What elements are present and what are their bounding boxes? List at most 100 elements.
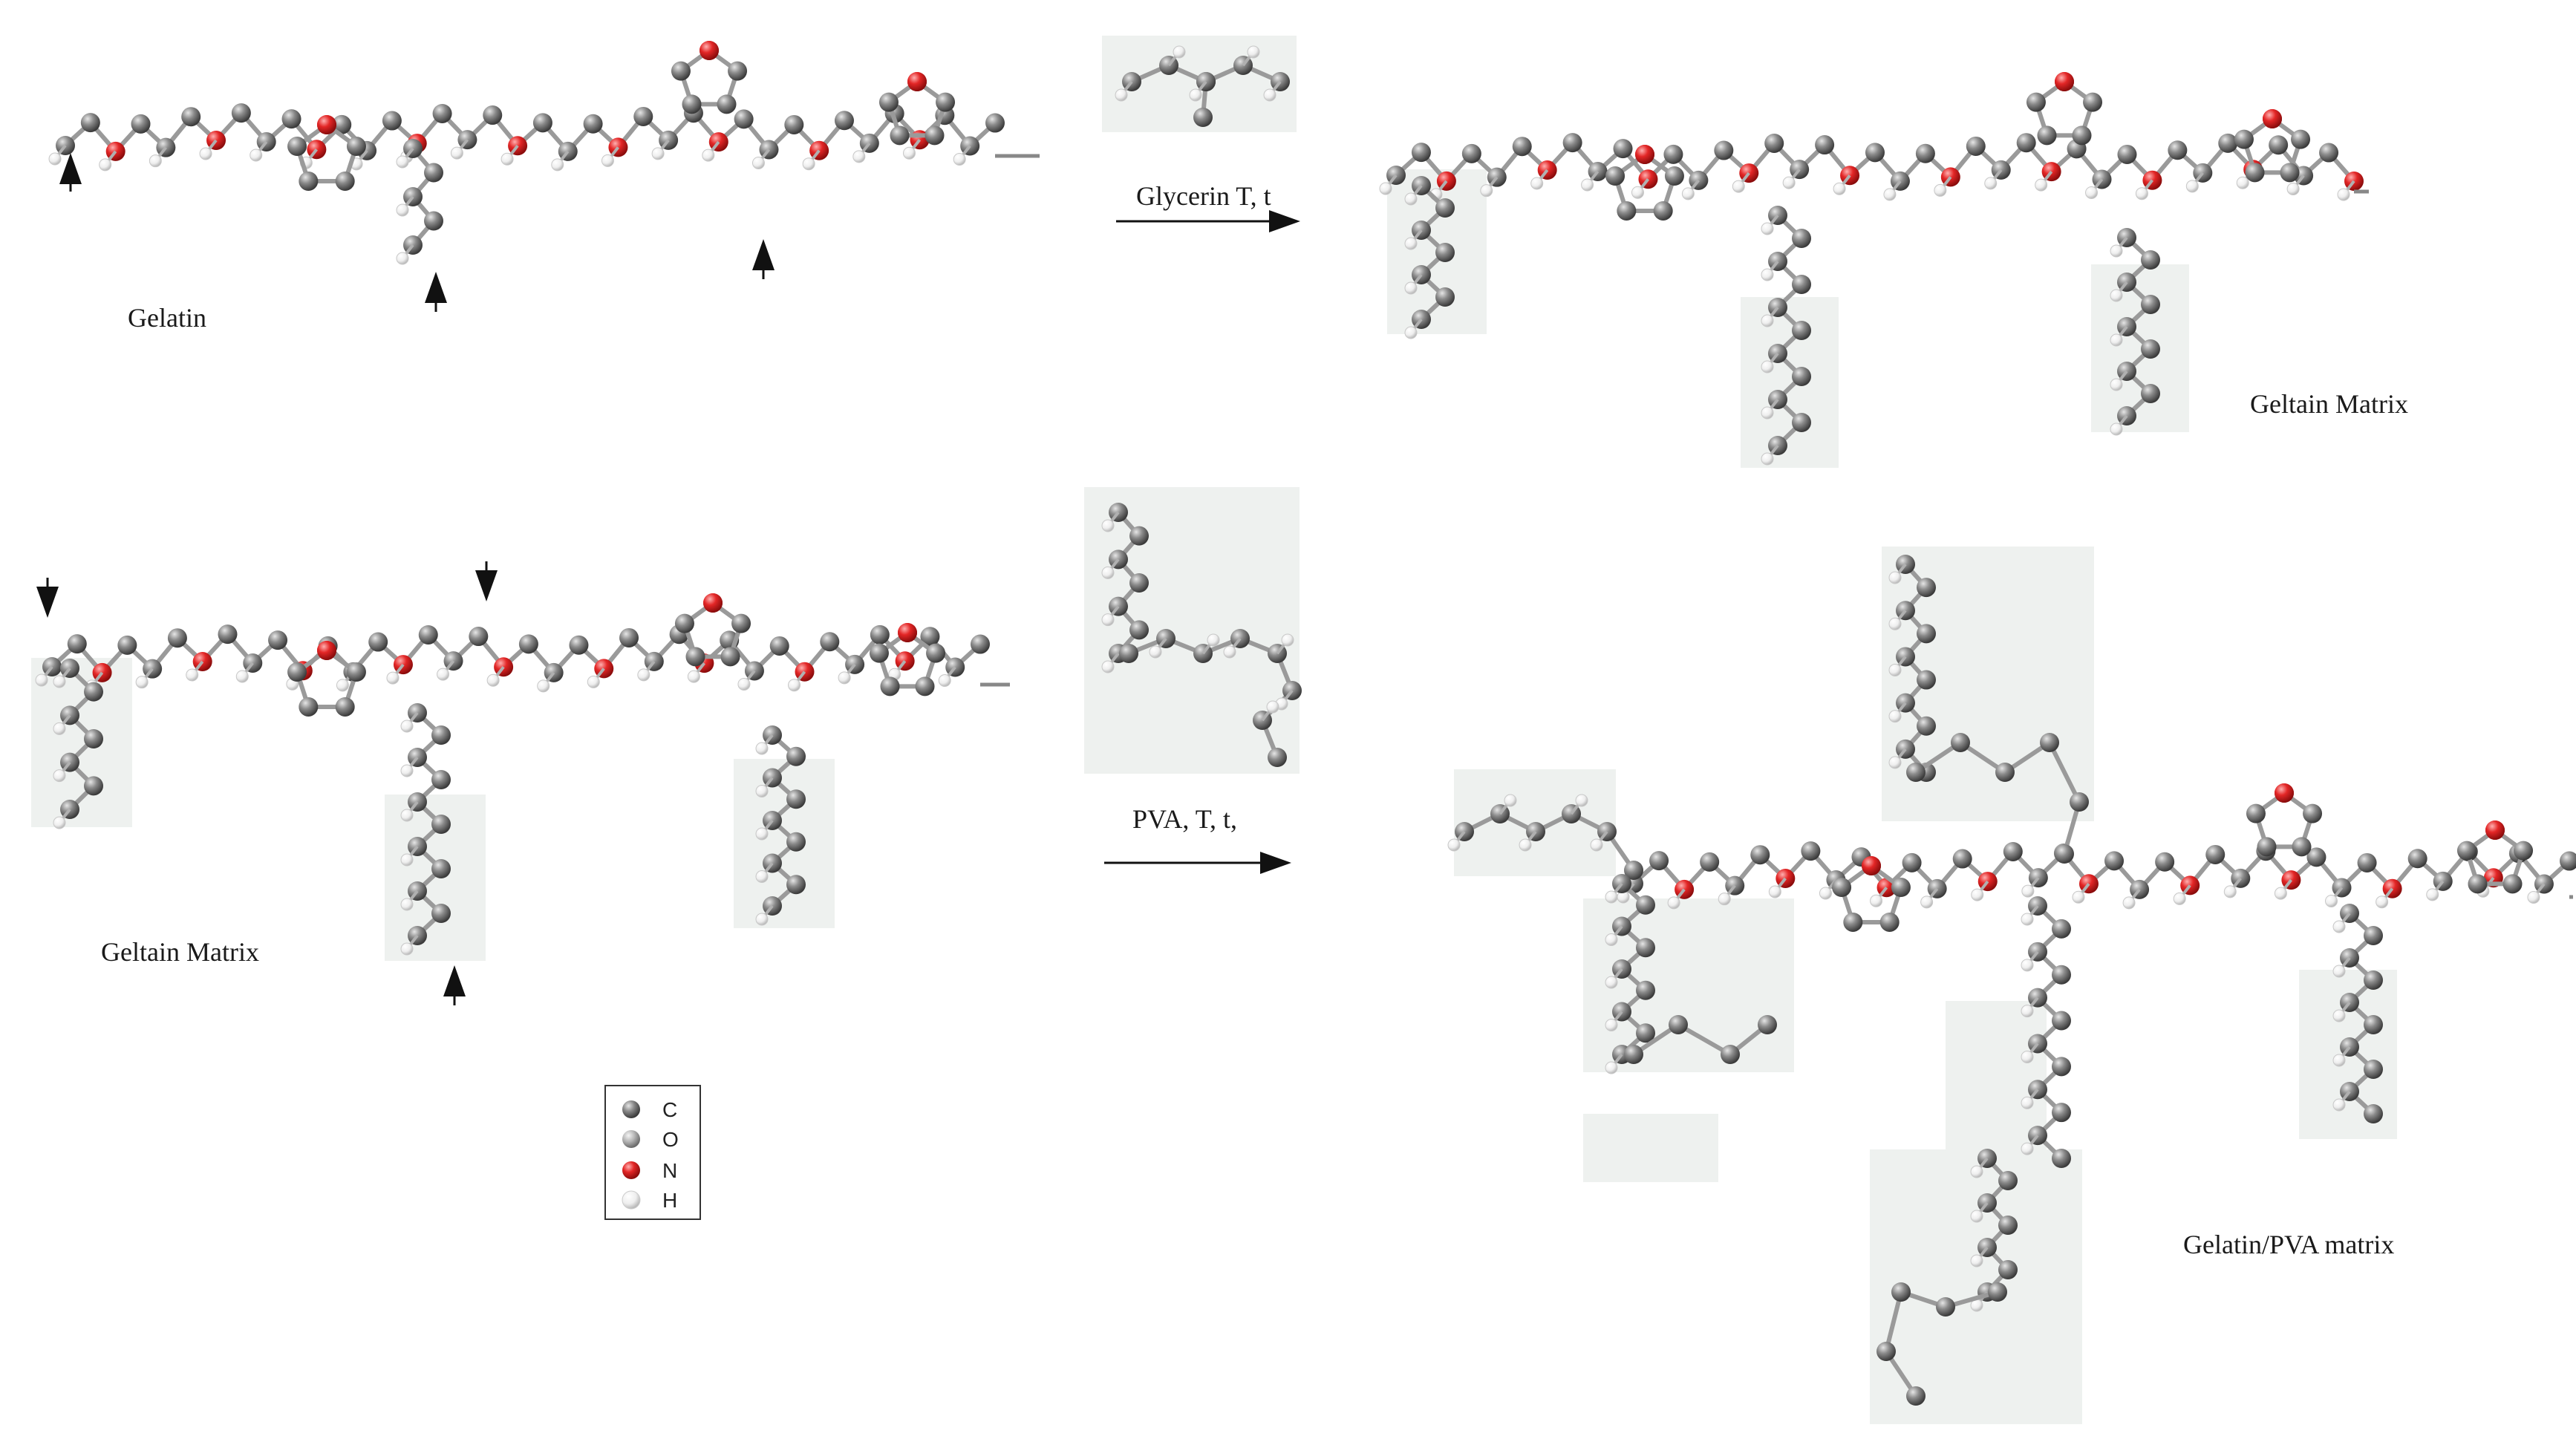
hydrogen-atom (2110, 378, 2123, 391)
hydrogen-atom (1970, 1165, 1983, 1178)
hydrogen-atom (386, 671, 400, 685)
carbon-atom (2052, 1149, 2071, 1168)
hydrogen-atom (938, 674, 951, 688)
hydrogen-atom (1504, 794, 1517, 807)
carbon-atom (431, 815, 451, 834)
carbon-atom (2016, 133, 2036, 153)
hydrogen-atom (1888, 663, 1902, 676)
carbon-atom (1758, 1015, 1777, 1034)
carbon-atom (1669, 1015, 1688, 1034)
carbon-atom (1792, 321, 1811, 340)
carbon-atom (1605, 166, 1626, 186)
carbon-atom (2141, 384, 2160, 403)
highlight-panels (31, 36, 2397, 1424)
hydrogen-atom (1115, 88, 1128, 102)
carbon-atom (1435, 243, 1455, 262)
carbon-atom (299, 696, 319, 717)
hydrogen-atom (2021, 1142, 2034, 1155)
carbon-atom (1613, 139, 1633, 159)
hydrogen-atom (902, 146, 916, 160)
carbon-atom (1998, 1216, 2018, 1235)
hydrogen-atom (2527, 891, 2540, 904)
hydrogen-atom (400, 720, 414, 733)
carbon-atom (2155, 852, 2175, 872)
carbon-atom (1917, 624, 1936, 644)
highlight-panel (734, 759, 835, 928)
nitrogen-atom (700, 41, 719, 60)
hydrogen-atom (1575, 794, 1588, 807)
hydrogen-atom (702, 149, 715, 162)
hydrogen-atom (99, 158, 112, 172)
hydrogen-atom (1782, 176, 1796, 189)
nitrogen-atom (317, 641, 336, 660)
hydrogen-atom (1173, 45, 1186, 59)
hydrogen-atom (1263, 88, 1276, 102)
carbon-atom (1891, 878, 1911, 898)
carbon-atom (382, 111, 402, 131)
hydrogen-atom (1101, 519, 1115, 532)
carbon-atom (2205, 844, 2226, 864)
carbon-atom (2218, 133, 2238, 153)
carbon-atom (2052, 919, 2071, 939)
carbon-atom (1653, 200, 1673, 221)
hydrogen-atom (1605, 1061, 1618, 1074)
carbon-atom (167, 628, 187, 648)
carbon-atom (1865, 143, 1885, 163)
hydrogen-atom (2021, 959, 2034, 972)
carbon-atom (432, 103, 452, 123)
hydrogen-atom (1984, 177, 1998, 190)
hydrogen-atom (53, 722, 66, 735)
carbon-atom (2364, 1015, 2383, 1034)
carbon-atom (1764, 133, 1784, 153)
carbon-atom (1624, 861, 1643, 880)
carbon-atom (1664, 166, 1684, 186)
hydrogen-atom (53, 816, 66, 829)
hydrogen-atom (2085, 186, 2099, 199)
carbon-atom (1512, 137, 1532, 157)
legend-box (604, 1085, 701, 1220)
hydrogen-atom (852, 150, 866, 163)
hydrogen-atom (400, 853, 414, 867)
hydrogen-atom (1480, 184, 1493, 198)
hydrogen-atom (396, 252, 409, 265)
hydrogen-atom (2021, 1005, 2034, 1018)
nitrogen-atom (317, 115, 336, 134)
legend-swatch-oxygen (622, 1130, 640, 1148)
carbon-atom (869, 643, 889, 663)
hydrogen-atom (1761, 360, 1774, 373)
atom-legend: C O N H (604, 1085, 701, 1220)
legend-label-carbon: C (662, 1098, 677, 1121)
carbon-atom (1700, 852, 1720, 872)
carbon-atom (431, 904, 451, 923)
legend-swatch-nitrogen (622, 1161, 640, 1179)
carbon-atom (281, 109, 301, 129)
carbon-atom (1636, 938, 1655, 958)
carbon-atom (786, 875, 806, 895)
gelatin-matrix-molecule-left (35, 593, 1010, 956)
carbon-atom (2357, 852, 2377, 872)
hydrogen-atom (2021, 1096, 2034, 1109)
carbon-atom (2246, 803, 2266, 823)
hydrogen-atom (1819, 887, 1832, 900)
carbon-atom (1129, 526, 1149, 546)
gelatin-pva-matrix-molecule (1447, 555, 2576, 1406)
hydrogen-atom (755, 785, 769, 797)
carbon-atom (2319, 143, 2339, 163)
hydrogen-atom (186, 668, 199, 682)
hydrogen-atom (1149, 645, 1162, 659)
hydrogen-atom (2337, 188, 2350, 201)
carbon-atom (2104, 851, 2125, 871)
carbon-atom (769, 636, 789, 656)
bond (2047, 740, 2081, 804)
hydrogen-atom (1970, 1210, 1983, 1223)
carbon-atom (583, 114, 603, 134)
carbon-atom (1832, 878, 1852, 898)
carbon-atom (2303, 803, 2323, 823)
carbon-atom (424, 211, 443, 231)
hydrogen-atom (651, 147, 665, 160)
carbon-atom (1617, 200, 1637, 221)
carbon-atom (971, 634, 990, 654)
hydrogen-atom (2072, 890, 2085, 904)
carbon-atom (2083, 92, 2103, 112)
hydrogen-atom (755, 870, 769, 883)
